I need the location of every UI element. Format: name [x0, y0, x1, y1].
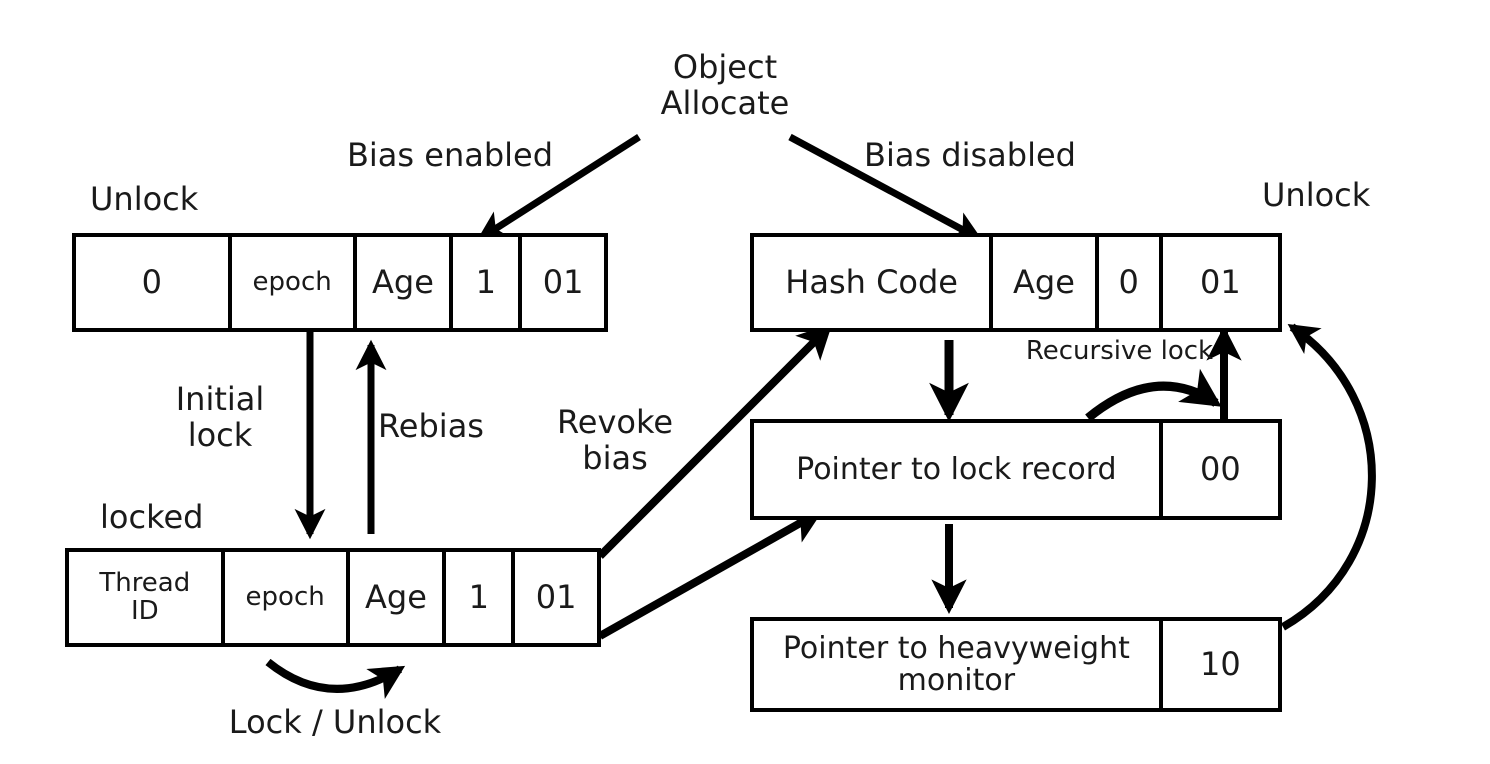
label-revoke-bias: Revoke bias: [556, 403, 674, 477]
cell-epoch: epoch: [225, 552, 350, 643]
label-initial-lock: Initial lock: [175, 380, 265, 454]
cell-pointer-to-lock-record: Pointer to lock record: [754, 423, 1163, 516]
arrow-lock-unlock-loop: [265, 658, 406, 700]
arrow-heavyweight-to-hash: [1281, 323, 1376, 631]
cell-lock-bits: 01: [542, 262, 584, 301]
cell-bias-bit: 1: [446, 552, 516, 643]
cell-thread-id-zero: 0: [76, 237, 232, 328]
label-bias-enabled: Bias enabled: [346, 136, 554, 174]
cell-bias-bit: 1: [453, 237, 523, 328]
cell-epoch: epoch: [232, 237, 357, 328]
label-unlock-left: Unlock: [90, 180, 199, 218]
cell-lock-bits: 10: [1200, 644, 1241, 683]
cell-lock-bits: 01: [1200, 262, 1241, 301]
label-lock-unlock: Lock / Unlock: [228, 703, 442, 741]
label-locked: locked: [100, 498, 204, 536]
arrow-recursive-lock: [1085, 368, 1222, 422]
cell-lock-bits: 01: [535, 577, 577, 616]
cell-age: Age: [357, 237, 454, 328]
label-unlock-right: Unlock: [1262, 176, 1371, 214]
label-bias-disabled: Bias disabled: [864, 136, 1076, 174]
cell-thread-id: Thread ID: [69, 552, 225, 643]
header-lock-record[interactable]: Pointer to lock record 00: [750, 419, 1282, 520]
header-biased-unlocked[interactable]: 0 epoch Age 1 01: [72, 233, 608, 332]
label-recursive-lock: Recursive lock: [1025, 336, 1214, 366]
cell-lock-bits: 00: [1200, 449, 1241, 488]
header-hash-code[interactable]: Hash Code Age 0 01: [750, 233, 1282, 332]
cell-pointer-to-heavyweight-monitor: Pointer to heavyweight monitor: [754, 621, 1163, 708]
cell-hash-code: Hash Code: [754, 237, 994, 328]
cell-age: Age: [350, 552, 447, 643]
cell-age: Age: [993, 237, 1099, 328]
cell-bias-bit: 0: [1099, 237, 1163, 328]
label-rebias: Rebias: [378, 407, 484, 445]
label-object-allocate: Object Allocate: [660, 48, 790, 122]
header-heavyweight-monitor[interactable]: Pointer to heavyweight monitor 10: [750, 617, 1282, 712]
header-biased-locked[interactable]: Thread ID epoch Age 1 01: [65, 548, 601, 647]
